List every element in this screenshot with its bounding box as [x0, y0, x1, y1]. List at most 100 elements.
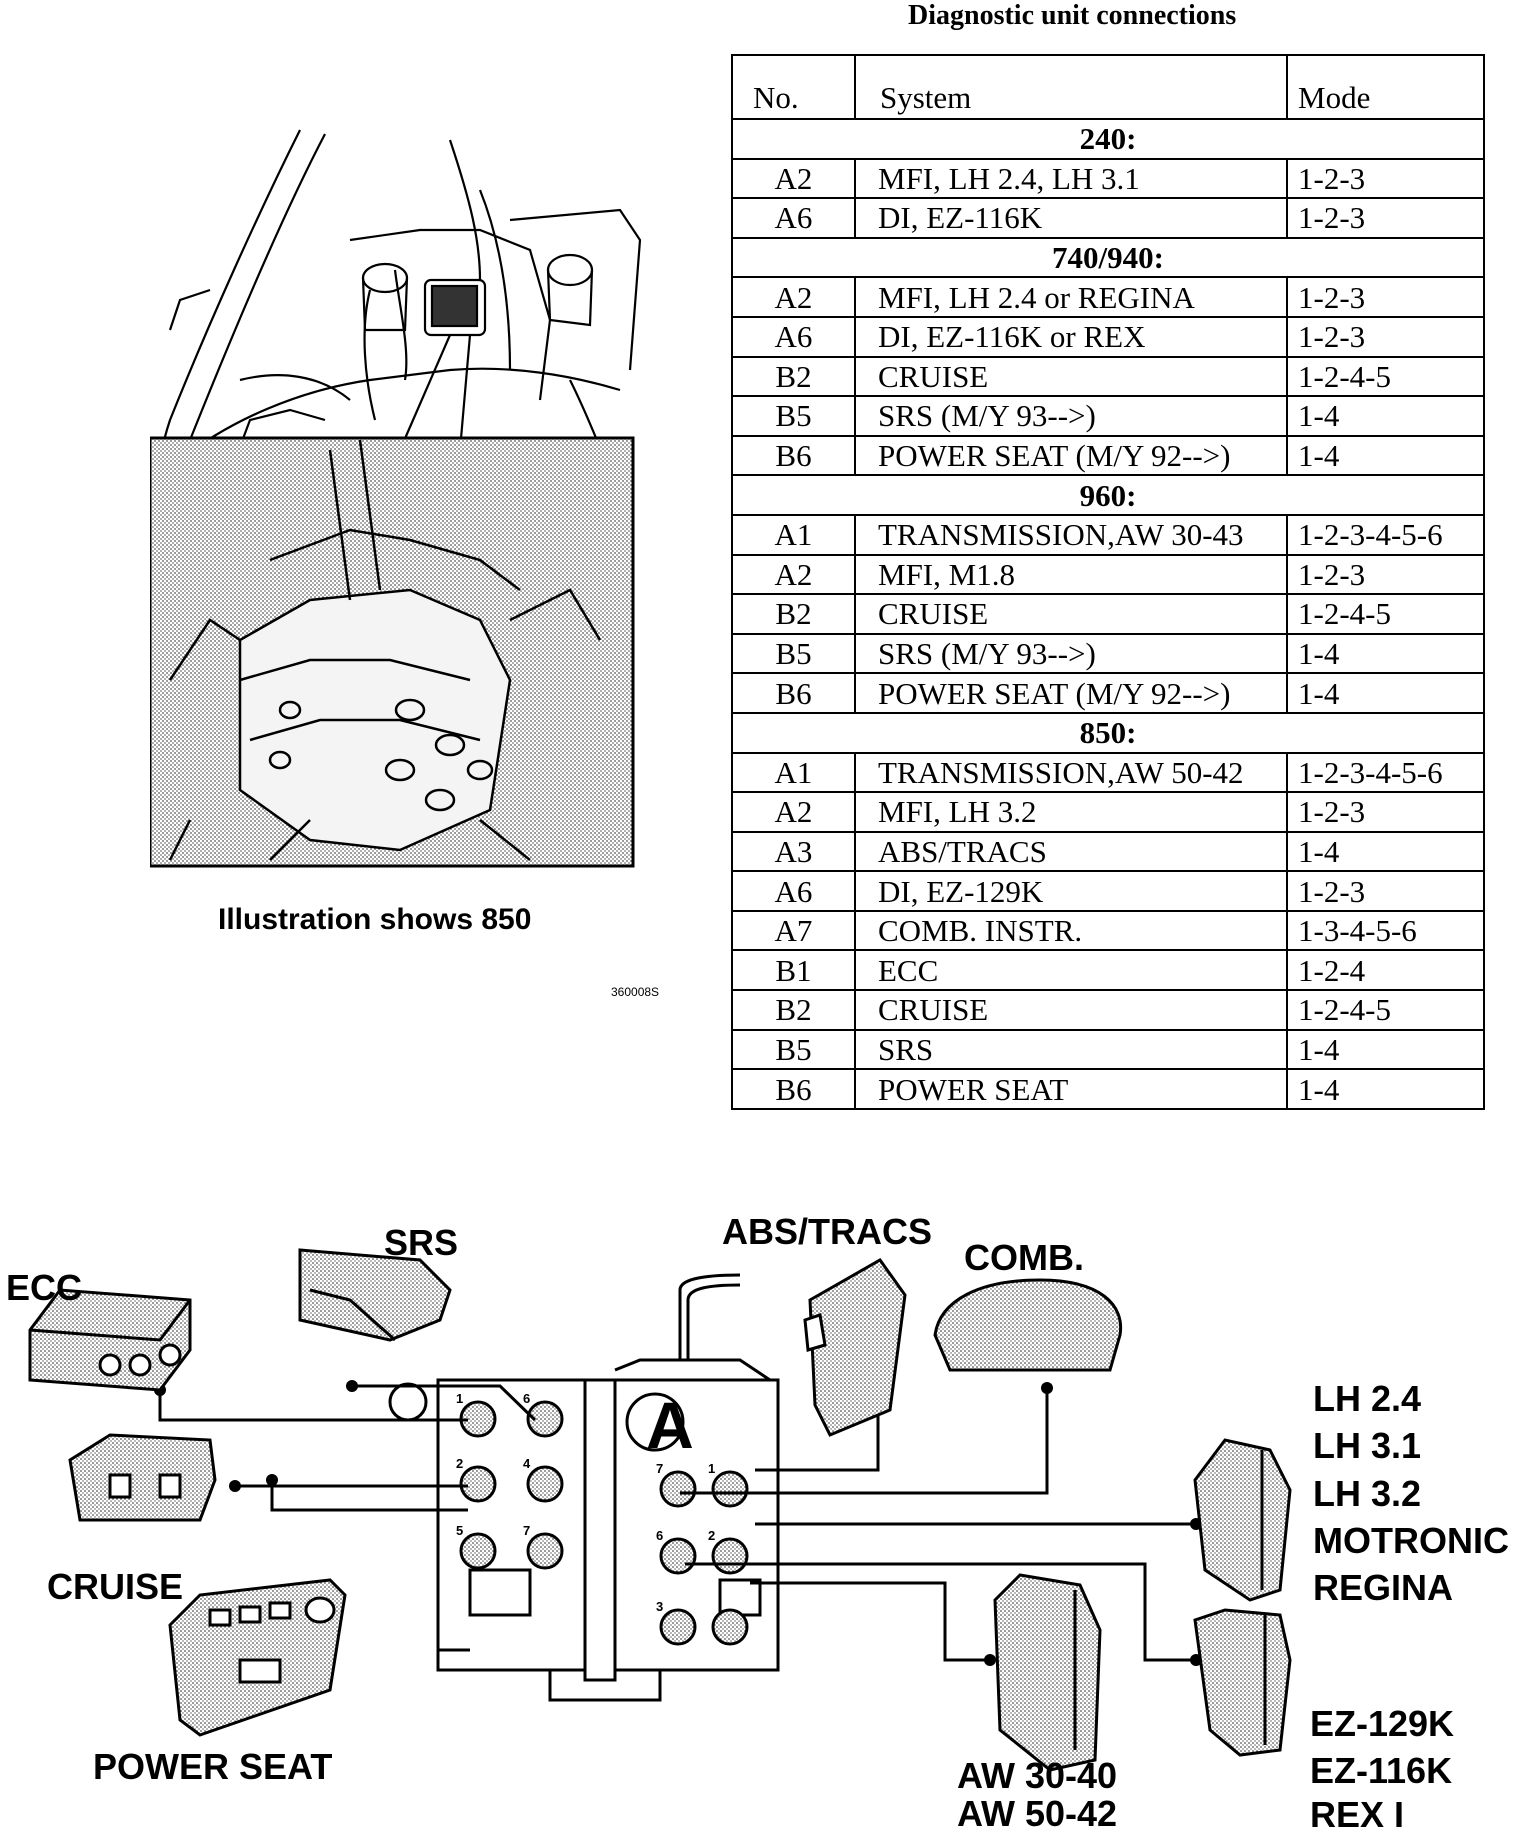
cell-system: CRUISE: [854, 593, 1288, 635]
wires: [158, 1384, 1196, 1662]
label-ez-129k: EZ-129K: [1310, 1703, 1455, 1744]
cell-system: ABS/TRACS: [854, 830, 1288, 873]
label-abs-tracs: ABS/TRACS: [722, 1211, 933, 1252]
group-label: 240:: [731, 118, 1485, 160]
label-rex-i: REX I: [1310, 1794, 1405, 1835]
abs-tracs-module: [803, 1258, 907, 1437]
header-no: No.: [731, 54, 856, 120]
cell-system: POWER SEAT (M/Y 92-->): [854, 672, 1288, 714]
cell-no: B2: [731, 593, 856, 635]
cell-no: B1: [731, 949, 856, 992]
figure-number: 360008S: [611, 985, 660, 999]
socket-number: 7: [523, 1523, 530, 1538]
group-label: 850:: [731, 711, 1485, 754]
table-group-row: 850:: [731, 711, 1485, 754]
connector-socket[interactable]: [526, 1532, 564, 1570]
cruise-module: [68, 1433, 217, 1522]
cell-mode: 1-4: [1286, 434, 1485, 477]
cell-system: POWER SEAT: [854, 1068, 1288, 1110]
cell-no: A2: [731, 553, 856, 596]
cell-mode: 1-4: [1286, 830, 1485, 873]
cell-no: A2: [731, 157, 856, 200]
cell-no: A2: [731, 276, 856, 318]
table-title: Diagnostic unit connections: [908, 0, 1237, 31]
socket-number: 4: [523, 1456, 531, 1471]
connector-socket[interactable]: [526, 1400, 564, 1438]
cell-mode: 1-2-3: [1286, 315, 1485, 358]
cell-mode: 1-4: [1286, 672, 1485, 714]
label-lh-24: LH 2.4: [1313, 1378, 1422, 1419]
connector-socket[interactable]: [459, 1532, 497, 1570]
cell-mode: 1-2-4-5: [1286, 355, 1485, 398]
connector-socket[interactable]: [459, 1465, 497, 1503]
table-group-row: 960:: [731, 474, 1485, 516]
cell-mode: 1-4: [1286, 1068, 1485, 1110]
combination-instrument-module: [933, 1278, 1123, 1372]
cell-system: SRS: [854, 1028, 1288, 1071]
cell-no: B2: [731, 355, 856, 398]
transmission-module: [993, 1573, 1102, 1772]
cell-no: A1: [731, 751, 856, 794]
connector-socket[interactable]: [711, 1608, 749, 1646]
cell-mode: 1-2-3-4-5-6: [1286, 751, 1485, 794]
label-power-seat: POWER SEAT: [93, 1746, 333, 1787]
ignition-module: [1193, 1608, 1292, 1757]
socket-number: 3: [656, 1599, 663, 1614]
socket-number: 6: [523, 1391, 530, 1406]
cell-no: B5: [731, 1028, 856, 1071]
lh-fuel-injection-module: [1193, 1438, 1292, 1602]
cell-mode: 1-2-3: [1286, 791, 1485, 833]
label-motronic: MOTRONIC: [1313, 1520, 1509, 1561]
ecc-module: [28, 1288, 192, 1392]
cell-system: CRUISE: [854, 355, 1288, 398]
connector-socket[interactable]: [659, 1608, 697, 1646]
cell-mode: 1-4: [1286, 395, 1485, 437]
cell-mode: 1-3-4-5-6: [1286, 909, 1485, 952]
socket-number: 2: [708, 1528, 715, 1543]
table-group-row: 240:: [731, 118, 1485, 160]
power-seat-module: [168, 1578, 347, 1737]
cell-mode: 1-2-3: [1286, 553, 1485, 596]
cell-system: TRANSMISSION,AW 30-43: [854, 513, 1288, 556]
label-aw-5042: AW 50-42: [957, 1793, 1118, 1834]
cell-system: SRS (M/Y 93-->): [854, 395, 1288, 437]
connector-socket[interactable]: [711, 1470, 749, 1508]
cell-no: B6: [731, 672, 856, 714]
connector-socket[interactable]: [526, 1465, 564, 1503]
cell-no: B2: [731, 989, 856, 1031]
socket-number: 2: [456, 1456, 463, 1471]
cell-no: A3: [731, 830, 856, 873]
cell-system: MFI, M1.8: [854, 553, 1288, 596]
label-lh-31: LH 3.1: [1313, 1425, 1422, 1466]
cell-system: MFI, LH 2.4, LH 3.1: [854, 157, 1288, 200]
cell-system: DI, EZ-129K: [854, 870, 1288, 912]
cell-mode: 1-4: [1286, 1028, 1485, 1071]
socket-number: 5: [456, 1523, 463, 1538]
cell-no: A6: [731, 315, 856, 358]
connector-socket[interactable]: [659, 1537, 697, 1575]
connector-socket[interactable]: [659, 1470, 697, 1508]
cell-mode: 1-2-3-4-5-6: [1286, 513, 1485, 556]
connector-closeup-sketch: [168, 439, 602, 861]
cell-mode: 1-2-4-5: [1286, 989, 1485, 1031]
label-regina: REGINA: [1313, 1567, 1454, 1608]
header-mode: Mode: [1286, 54, 1485, 120]
connector-socket[interactable]: [711, 1537, 749, 1575]
cell-no: A6: [731, 197, 856, 239]
